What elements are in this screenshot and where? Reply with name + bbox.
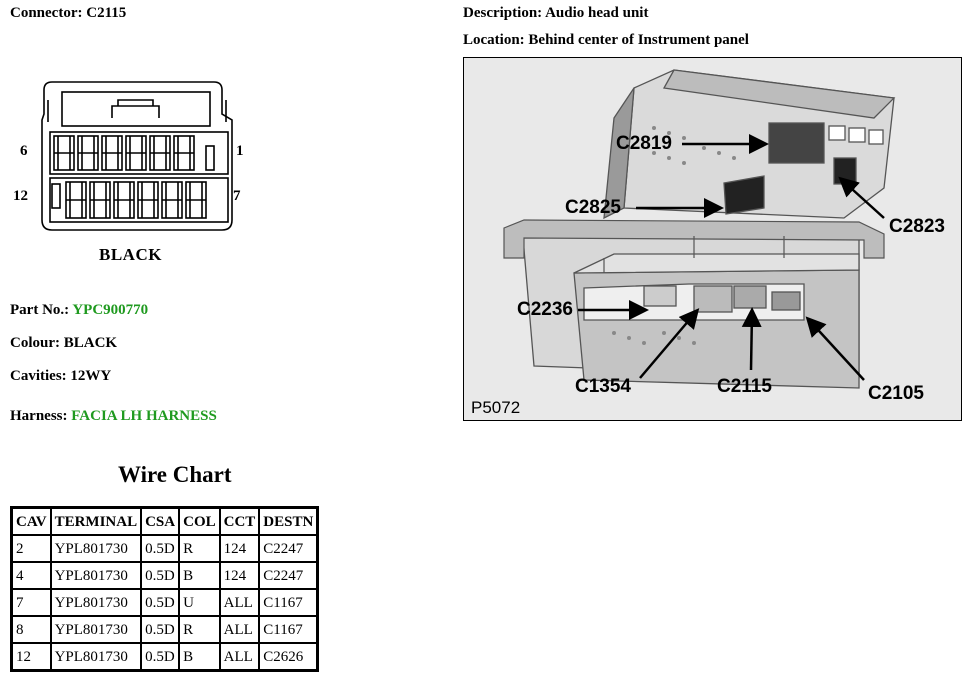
cell-cav: 8 — [10, 615, 52, 644]
cell-cav: 2 — [10, 534, 52, 563]
pin-number-6: 6 — [20, 143, 28, 159]
audio-unit-drawing — [503, 69, 896, 389]
cell-col: R — [178, 534, 221, 563]
header-cct: CCT — [218, 506, 261, 536]
callout-c2825: C2825 — [565, 197, 621, 218]
cell-csa: 0.5D — [140, 615, 181, 644]
cell-cct: ALL — [218, 642, 261, 672]
pin-number-1: 1 — [236, 143, 244, 159]
table-row: 12 YPL801730 0.5D B ALL C2626 — [10, 642, 319, 672]
cell-col: B — [178, 642, 221, 672]
table-row: 8 YPL801730 0.5D R ALL C1167 — [10, 615, 319, 644]
cell-terminal: YPL801730 — [49, 615, 143, 644]
cell-csa: 0.5D — [140, 561, 181, 590]
callout-c2823: C2823 — [889, 216, 945, 237]
cell-destn: C1167 — [258, 588, 319, 617]
pin-number-7: 7 — [233, 188, 241, 204]
cell-cct: 124 — [218, 534, 261, 563]
connector-face-diagram: 6 1 12 7 BLACK — [13, 80, 259, 270]
callout-c2819: C2819 — [616, 133, 672, 154]
cell-destn: C2626 — [258, 642, 319, 672]
cell-cav: 12 — [10, 642, 52, 672]
connector-label: Connector: C2115 — [10, 5, 127, 21]
part-number-label: Part No.: — [10, 302, 73, 318]
connector-face-svg — [41, 81, 233, 231]
part-number: Part No.: YPC900770 — [10, 302, 148, 319]
cell-terminal: YPL801730 — [49, 561, 143, 590]
cell-col: B — [178, 561, 221, 590]
cell-destn: C2247 — [258, 534, 319, 563]
table-row: 7 YPL801730 0.5D U ALL C1167 — [10, 588, 319, 617]
callout-c2115: C2115 — [717, 376, 772, 397]
header-col: COL — [178, 506, 221, 536]
colour-line: Colour: BLACK — [10, 335, 118, 351]
cell-terminal: YPL801730 — [49, 642, 143, 672]
cell-csa: 0.5D — [140, 588, 181, 617]
header-destn: DESTN — [258, 506, 319, 536]
cell-cav: 4 — [10, 561, 52, 590]
wire-chart-header-row: CAV TERMINAL CSA COL CCT DESTN — [10, 506, 319, 536]
location-label: Location: Behind center of Instrument pa… — [463, 32, 749, 48]
header-terminal: TERMINAL — [49, 506, 143, 536]
header-cav: CAV — [10, 506, 52, 536]
lower-cavity-row — [49, 177, 229, 223]
description-label: Description: Audio head unit — [463, 5, 649, 21]
cell-destn: C2247 — [258, 561, 319, 590]
header-csa: CSA — [140, 506, 181, 536]
wire-chart-table: CAV TERMINAL CSA COL CCT DESTN 2 YPL8017… — [10, 506, 320, 672]
table-row: 2 YPL801730 0.5D R 124 C2247 — [10, 534, 319, 563]
pin-number-12: 12 — [13, 188, 28, 204]
cell-col: U — [178, 588, 221, 617]
cell-destn: C1167 — [258, 615, 319, 644]
location-illustration: C2819 C2825 C2823 C2236 C1354 C2115 C210… — [463, 57, 962, 421]
harness-label: Harness: — [10, 408, 72, 424]
cell-col: R — [178, 615, 221, 644]
upper-cavity-row — [49, 131, 229, 175]
colour-caption: BLACK — [99, 245, 162, 264]
cell-terminal: YPL801730 — [49, 588, 143, 617]
callout-c2236: C2236 — [517, 299, 573, 320]
cell-csa: 0.5D — [140, 642, 181, 672]
cell-cct: 124 — [218, 561, 261, 590]
cell-csa: 0.5D — [140, 534, 181, 563]
table-row: 4 YPL801730 0.5D B 124 C2247 — [10, 561, 319, 590]
photo-reference: P5072 — [471, 398, 521, 417]
cavities-line: Cavities: 12WY — [10, 368, 112, 384]
harness-link[interactable]: FACIA LH HARNESS — [71, 408, 217, 424]
cell-cct: ALL — [218, 615, 261, 644]
cell-terminal: YPL801730 — [49, 534, 143, 563]
callout-c2105: C2105 — [868, 383, 924, 404]
cell-cct: ALL — [218, 588, 261, 617]
cell-cav: 7 — [10, 588, 52, 617]
part-number-link[interactable]: YPC900770 — [72, 302, 149, 318]
wire-chart-title: Wire Chart — [118, 462, 232, 487]
harness-line: Harness: FACIA LH HARNESS — [10, 408, 217, 425]
callout-c1354: C1354 — [575, 376, 631, 397]
